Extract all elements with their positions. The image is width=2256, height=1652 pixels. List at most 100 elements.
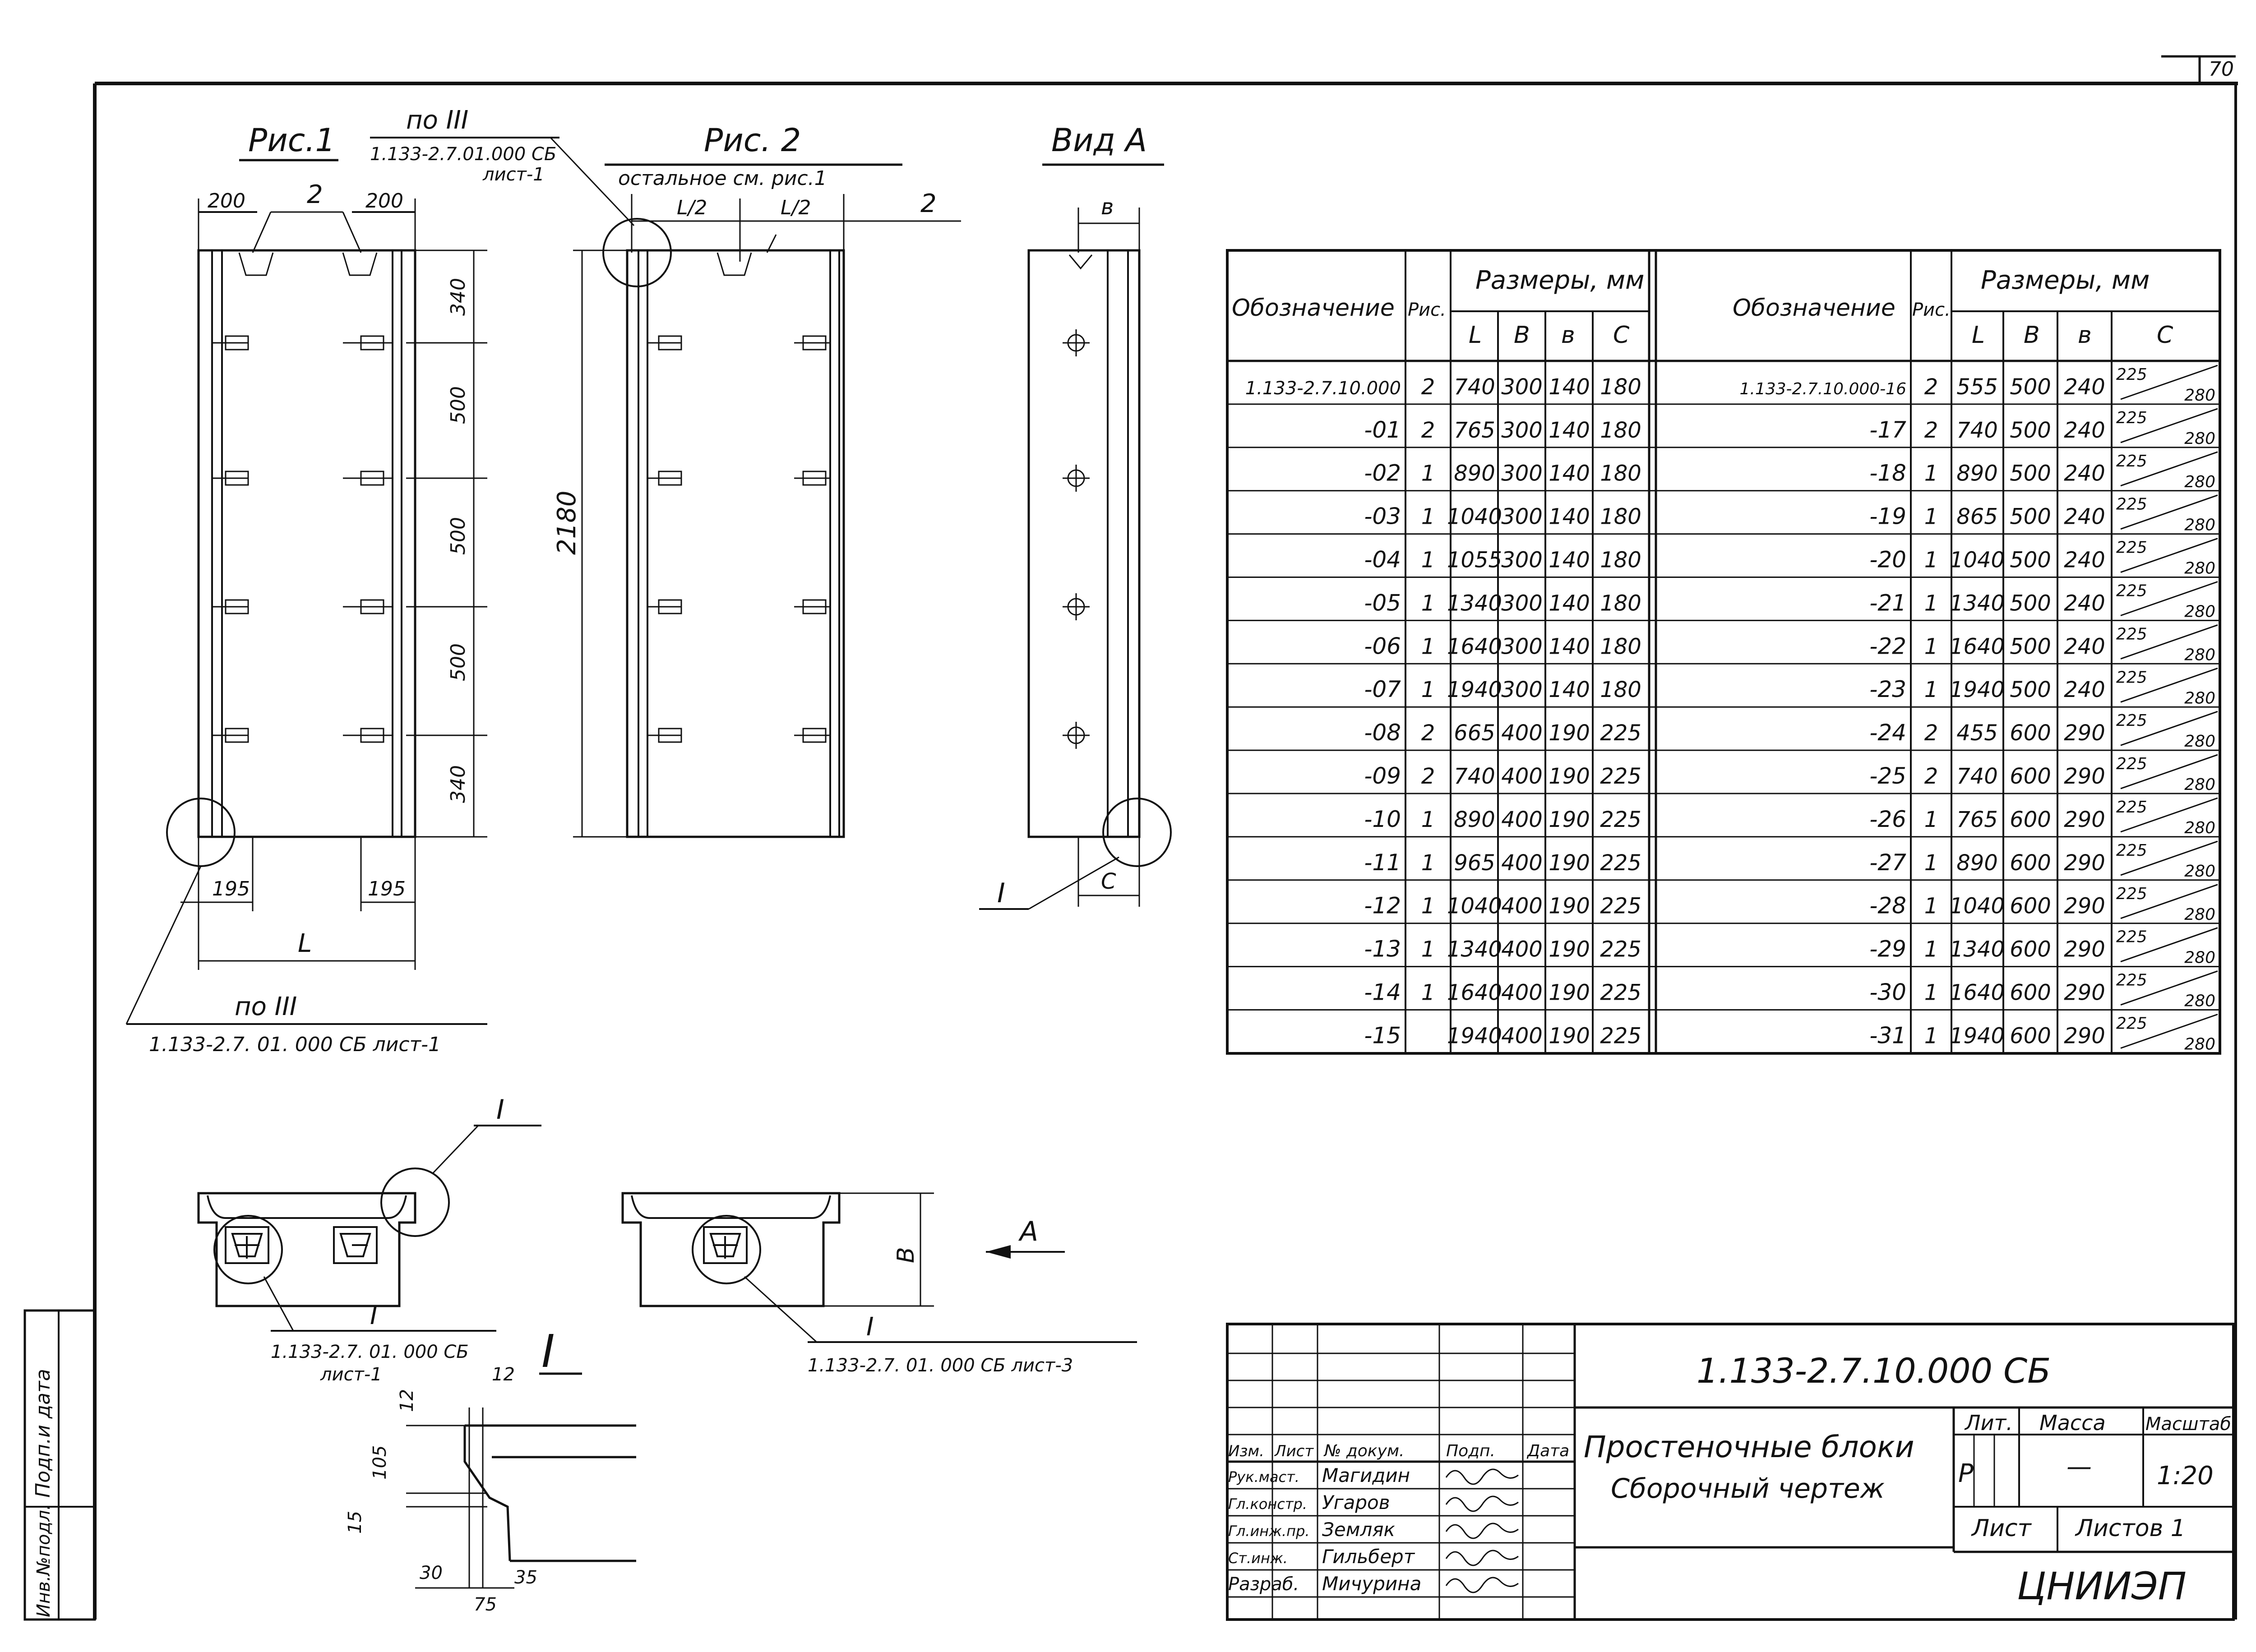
- table-cell-b: 290: [2064, 1023, 2105, 1048]
- stamp-role: Рук.маст.: [1228, 1468, 1299, 1486]
- page-number: 70: [2209, 58, 2234, 81]
- table-cell-C-slash: [2120, 927, 2218, 963]
- table-cell-b: 190: [1549, 764, 1590, 789]
- table-cell-L: 765: [1956, 807, 1998, 832]
- table-cell-B: 500: [2010, 591, 2051, 616]
- table-cell-C: 225: [1600, 850, 1641, 876]
- table-header-designation: Обозначение: [1232, 295, 1395, 322]
- stamp-hdr-sign: Подп.: [1446, 1442, 1495, 1460]
- table-cell-C-top: 225: [2116, 452, 2147, 471]
- table-cell-C: 180: [1600, 461, 1641, 486]
- table-cell-C-bottom: 280: [2184, 603, 2215, 621]
- detail-I-title: I: [541, 1325, 555, 1378]
- table-cell-L: 455: [1956, 720, 1998, 746]
- table-col-C-2: С: [2157, 322, 2173, 349]
- fig2-title: Рис. 2: [704, 122, 801, 159]
- table-cell-L: 1340: [1447, 937, 1502, 962]
- table-cell-C-top: 225: [2116, 582, 2147, 600]
- table-cell-b: 290: [2064, 850, 2105, 876]
- table-cell-C-slash: [2120, 797, 2218, 833]
- table-cell-fig: 2: [1924, 764, 1938, 789]
- stamp-hdr-date: Дата: [1526, 1442, 1569, 1460]
- fig1-dim-right-1: 340: [447, 278, 470, 316]
- table-cell-b: 290: [2064, 720, 2105, 746]
- table-cell-C-slash: [2120, 754, 2218, 789]
- table-cell-b: 190: [1549, 980, 1590, 1006]
- fig1-anchors: [212, 335, 393, 743]
- table-cell-B: 500: [2010, 504, 2051, 530]
- table-cell-b: 190: [1549, 894, 1590, 919]
- table-cell-id: -24: [1869, 720, 1906, 746]
- table-cell-B: 500: [2010, 677, 2051, 702]
- table-cell-fig: 1: [1924, 591, 1938, 616]
- stamp-name: Магидин: [1322, 1464, 1410, 1486]
- fig2-anchors: [647, 335, 830, 743]
- stamp-role: Ст.инж.: [1228, 1550, 1288, 1567]
- table-cell-C-slash: [2120, 581, 2218, 616]
- table-cell-B: 500: [2010, 418, 2051, 443]
- table-cell-id: -06: [1364, 633, 1401, 659]
- fig1-ref-top-1: по III: [406, 106, 468, 135]
- table-cell-b: 140: [1549, 504, 1590, 530]
- table-cell-B: 400: [1501, 1023, 1543, 1048]
- table-header-designation-2: Обозначение: [1733, 295, 1895, 322]
- fig2-subtitle: остальное см. рис.1: [618, 167, 827, 190]
- table-cell-B: 300: [1501, 677, 1543, 702]
- fig1-ref-top-2: 1.133-2.7.01.000 СБ: [370, 144, 556, 165]
- signature-mark: [1445, 1495, 1519, 1512]
- table-cell-fig: 1: [1421, 504, 1435, 530]
- table-cell-fig: 2: [1924, 720, 1938, 746]
- table-cell-L: 890: [1956, 461, 1998, 486]
- fig1-dim-L: L: [298, 929, 312, 958]
- table-cell-L: 1940: [1950, 677, 2005, 702]
- fig1-dim-right-3: 500: [447, 517, 470, 555]
- table-cell-id: -12: [1364, 893, 1401, 919]
- table-cell-b: 140: [1549, 591, 1590, 616]
- arrow-a-head: [986, 1245, 1011, 1259]
- table-header-fig-2: Рис.: [1912, 300, 1951, 320]
- table-cell-C-slash: [2120, 408, 2218, 443]
- table-cell-fig: 1: [1924, 1023, 1938, 1048]
- table-cell-C: 225: [1600, 807, 1641, 832]
- table-cell-fig: 1: [1924, 677, 1938, 702]
- table-cell-L: 1040: [1447, 894, 1502, 919]
- table-cell-C-top: 225: [2116, 971, 2147, 990]
- table-cell-C-bottom: 280: [2184, 473, 2215, 491]
- table-cell-L: 1940: [1447, 677, 1502, 702]
- figure-2: Рис. 2 остальное см. рис.1 L/2 L/2 2: [552, 122, 961, 838]
- table-cell-C-top: 225: [2116, 365, 2147, 384]
- stamp-name: Земляк: [1322, 1518, 1396, 1541]
- table-cell-b: 190: [1549, 720, 1590, 746]
- view-a-dim-top: в: [1101, 194, 1114, 220]
- stamp-doc-code: 1.133-2.7.10.000 СБ: [1697, 1351, 2051, 1391]
- table-cell-L: 1340: [1950, 937, 2005, 962]
- table-cell-L: 1340: [1447, 591, 1502, 616]
- table-cell-L: 890: [1956, 850, 1998, 876]
- table-cell-L: 890: [1454, 807, 1495, 832]
- table-cell-C: 225: [1600, 764, 1641, 789]
- table-cell-id: -19: [1869, 503, 1906, 530]
- table-cell-id: -09: [1364, 763, 1401, 789]
- table-cell-L: 740: [1956, 418, 1998, 443]
- table-cell-C-slash: [2120, 1014, 2218, 1049]
- table-cell-C-top: 225: [2116, 841, 2147, 860]
- table-cell-b: 240: [2064, 677, 2105, 702]
- stamp-hdr-list: Лист: [1274, 1442, 1314, 1460]
- table-col-B: В: [1514, 322, 1530, 349]
- table-cell-C-slash: [2120, 365, 2218, 400]
- table-cell-B: 300: [1501, 504, 1543, 530]
- table-cell-B: 400: [1501, 937, 1543, 962]
- table-cell-b: 240: [2064, 591, 2105, 616]
- table-cell-b: 290: [2064, 764, 2105, 789]
- fig1-ref-bottom-1: по III: [235, 992, 297, 1021]
- table-cell-C-bottom: 280: [2184, 1035, 2215, 1054]
- fig1-dim-bottom-right: 195: [368, 877, 406, 900]
- table-cell-id: -25: [1869, 763, 1906, 789]
- table-cell-id: -13: [1364, 936, 1401, 962]
- table-cell-B: 600: [2010, 894, 2051, 919]
- table-cell-C-top: 225: [2116, 928, 2147, 946]
- table-cell-fig: 1: [1421, 461, 1435, 486]
- table-cell-L: 1640: [1447, 634, 1502, 659]
- table-cell-id: -01: [1364, 417, 1401, 443]
- stamp-role: Гл.констр.: [1228, 1495, 1307, 1513]
